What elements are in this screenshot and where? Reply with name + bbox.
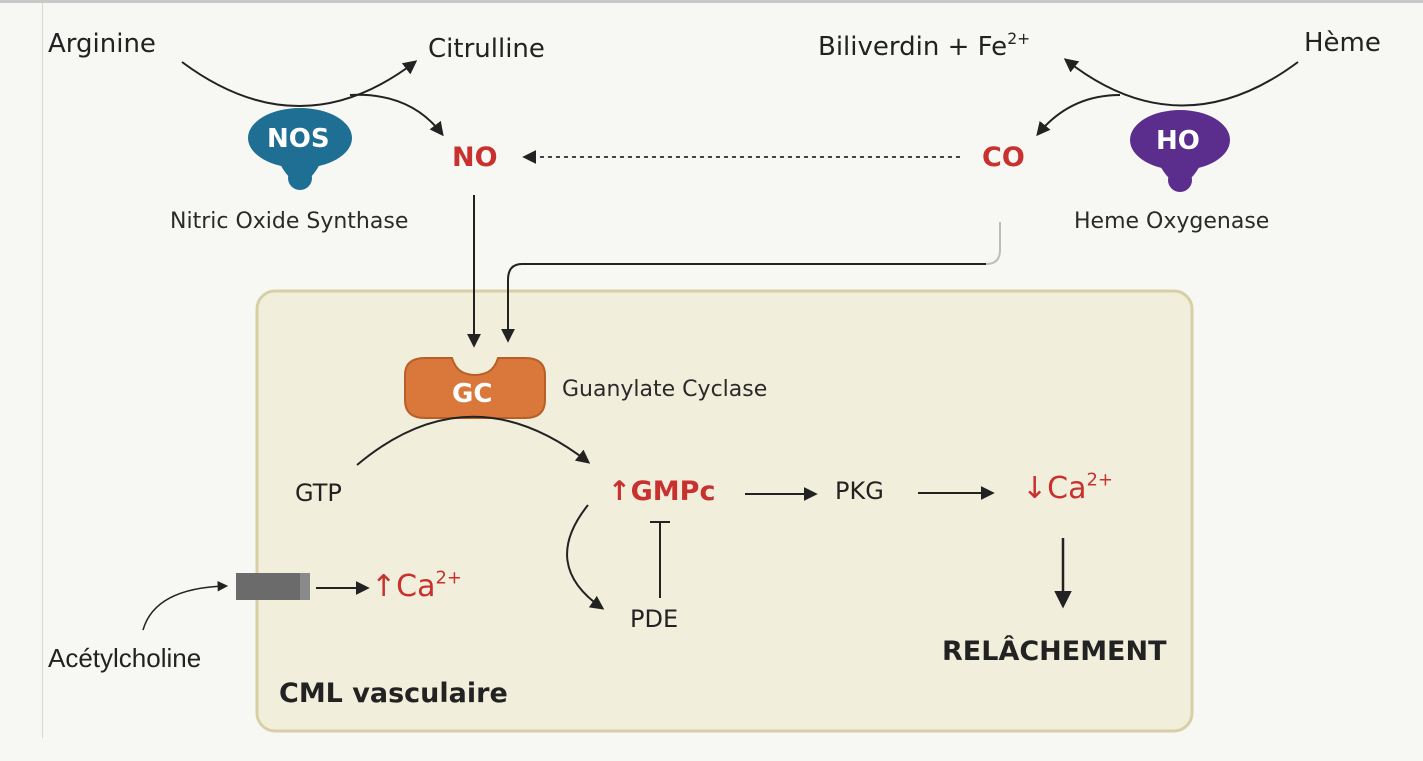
- pkg-label: PKG: [835, 477, 884, 505]
- acetylcholine-arrow: [142, 580, 229, 631]
- ho-short-label: HO: [1156, 126, 1200, 156]
- cell-title: CML vasculaire: [279, 678, 508, 709]
- heme-biliverdin-arc: [1063, 58, 1299, 107]
- gtp-gmpc-arc: [356, 415, 591, 466]
- biliverdin-label: Biliverdin + Fe2+: [818, 30, 1031, 62]
- co-to-gc-arrow: [501, 263, 986, 343]
- gmpc-label: ↑GMPc: [608, 476, 716, 507]
- left-border: [42, 3, 43, 738]
- ca-increase-label: ↑Ca2+: [371, 567, 463, 604]
- top-border: [0, 0, 1423, 3]
- acetylcholine-label: Acétylcholine: [48, 643, 202, 673]
- gtp-label: GTP: [295, 479, 342, 507]
- co-label: CO: [982, 142, 1025, 173]
- heme-label: Hème: [1304, 28, 1381, 58]
- no-label: NO: [452, 142, 498, 173]
- arginine-citrulline-arc: [181, 60, 418, 107]
- gc-full-label: Guanylate Cyclase: [562, 377, 768, 402]
- pde-inhibition-line: [650, 521, 670, 598]
- nos-enzyme-shape: [248, 108, 352, 190]
- membrane-channel-shape: [236, 573, 310, 600]
- ho-enzyme-shape: [1130, 110, 1230, 192]
- pde-label: PDE: [630, 605, 679, 633]
- arginine-label: Arginine: [48, 29, 156, 59]
- gc-enzyme-shape: [404, 357, 546, 419]
- relaxation-label: RELÂCHEMENT: [942, 636, 1167, 667]
- citrulline-label: Citrulline: [428, 34, 545, 64]
- ca-decrease-label: ↓Ca2+: [1022, 469, 1114, 506]
- co-to-gc-arrow-grey: [985, 222, 1001, 265]
- gc-short-label: GC: [452, 379, 493, 409]
- ho-full-label: Heme Oxygenase: [1074, 209, 1270, 234]
- nos-short-label: NOS: [267, 124, 330, 154]
- gmpc-to-pde-arrow: [566, 504, 605, 610]
- nos-to-no-arrow: [349, 93, 444, 137]
- nos-full-label: Nitric Oxide Synthase: [170, 209, 409, 234]
- ho-to-co-arrow: [1036, 94, 1121, 137]
